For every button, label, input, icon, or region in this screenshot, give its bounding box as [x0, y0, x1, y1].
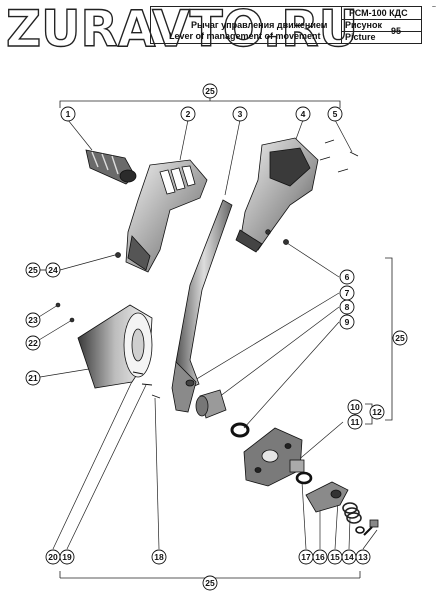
callout-11: 11 — [351, 417, 360, 427]
callout-17: 17 — [301, 552, 311, 562]
spring — [342, 502, 362, 524]
small-fasteners — [55, 229, 289, 323]
corner-mark: ~ — [431, 4, 436, 11]
callout-2: 2 — [186, 109, 191, 119]
title-ru: Рычаг управления движением — [191, 20, 328, 30]
callout-8: 8 — [345, 302, 350, 312]
callout-13: 13 — [358, 552, 368, 562]
lever-arm — [305, 481, 349, 513]
callout-5: 5 — [333, 109, 338, 119]
callout-22: 22 — [28, 338, 38, 348]
mounting-bracket — [243, 427, 303, 487]
callout-1: 1 — [66, 109, 71, 119]
title-block: Рычаг управления движением Lever of mana… — [150, 6, 422, 44]
pins — [132, 371, 161, 399]
spacer — [289, 459, 313, 485]
callout-23: 23 — [28, 315, 38, 325]
callout-20: 20 — [48, 552, 58, 562]
bolt — [355, 519, 379, 536]
callout-19: 19 — [62, 552, 72, 562]
bushing — [195, 389, 227, 419]
control-rod — [171, 199, 233, 413]
handle-left-half — [125, 159, 208, 273]
leader-lines — [33, 119, 378, 550]
title-en: Lever of management of movement — [169, 31, 321, 41]
washer — [230, 422, 250, 438]
figure-label-en: Picture — [345, 32, 376, 42]
watermark-text: ZURAVTO.RU — [6, 4, 358, 52]
figure-label-ru: Рисунок — [345, 20, 382, 30]
screws — [319, 139, 359, 173]
callout-14: 14 — [344, 552, 354, 562]
callout-25-left: 25 — [28, 265, 38, 275]
callout-24: 24 — [48, 265, 58, 275]
callout-10: 10 — [350, 402, 360, 412]
callout-3: 3 — [238, 109, 243, 119]
callout-25-right: 25 — [395, 333, 405, 343]
callout-21: 21 — [28, 373, 38, 383]
callout-circles — [25, 83, 408, 591]
callout-4: 4 — [301, 109, 306, 119]
callout-25-top: 25 — [205, 86, 215, 96]
callout-9: 9 — [345, 317, 350, 327]
callout-18: 18 — [154, 552, 164, 562]
callout-6: 6 — [345, 272, 350, 282]
callout-labels: 25 1 2 3 4 5 25 24 6 7 8 9 25 10 11 12 2… — [28, 86, 405, 588]
cone-cover — [77, 304, 153, 389]
callout-15: 15 — [330, 552, 340, 562]
watermark: ZURAVTO.RU — [5, 4, 358, 52]
title-block-rule — [341, 31, 421, 32]
handle-right-half — [235, 137, 319, 253]
title-block-rule — [341, 19, 421, 20]
callout-12: 12 — [372, 407, 382, 417]
callout-16: 16 — [315, 552, 325, 562]
callout-25-bottom: 25 — [205, 578, 215, 588]
grip-sleeve — [85, 149, 137, 185]
model-number: РСМ-100 КДС — [349, 8, 408, 18]
callout-7: 7 — [345, 288, 350, 298]
figure-number: 95 — [391, 26, 402, 36]
title-block-divider — [341, 7, 342, 43]
